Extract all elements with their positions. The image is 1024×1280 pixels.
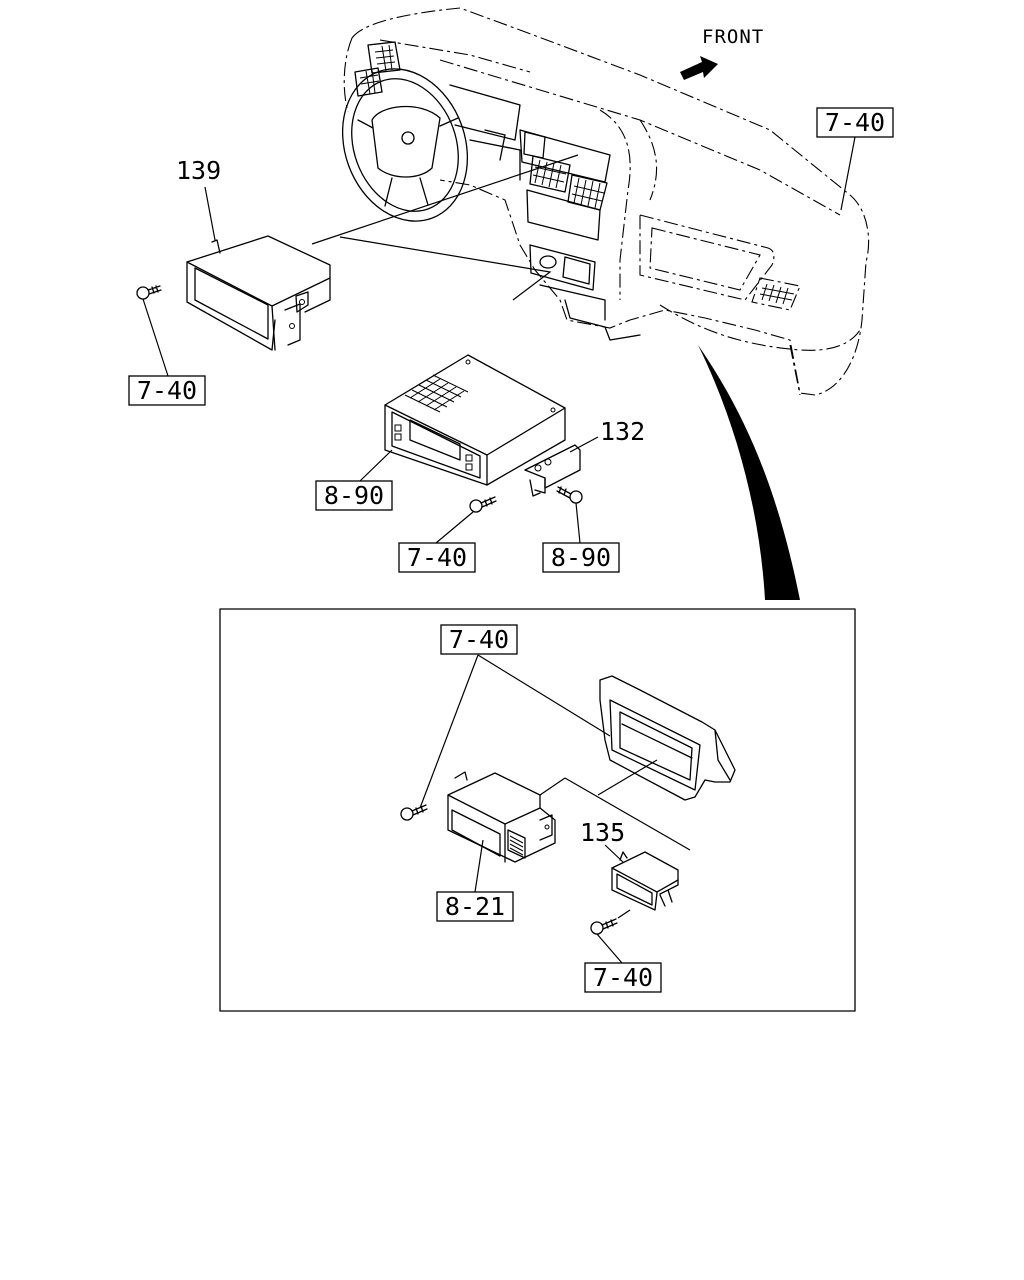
screw-left-ref-label: 7-40 xyxy=(407,543,467,572)
dash-ref-label: 7-40 xyxy=(825,108,885,137)
part-139-pocket: 139 xyxy=(136,156,552,351)
pocket-screw-ref-label: 7-40 xyxy=(137,376,197,405)
radio-ref-callout: 8-90 xyxy=(315,480,393,511)
radio-unit xyxy=(359,354,566,486)
detail-screw-ref-callout: 7-40 xyxy=(584,962,662,993)
pocket-screw-ref-callout: 7-40 xyxy=(128,298,206,406)
part-135-label: 135 xyxy=(580,818,625,847)
part-135-screw-icon xyxy=(590,918,618,935)
front-label: FRONT xyxy=(702,26,764,48)
part-135-pocket: 135 xyxy=(580,818,679,911)
screw-right-ref-label: 8-90 xyxy=(551,543,611,572)
part-132-label: 132 xyxy=(600,417,645,446)
radio-ref-label: 8-90 xyxy=(324,481,384,510)
detail-unit-ref-label: 8-21 xyxy=(445,892,505,921)
detail-screw-ref-label: 7-40 xyxy=(593,963,653,992)
detail-panel-ref-callout: 7-40 xyxy=(419,624,611,809)
dash-ref-callout: 7-40 xyxy=(816,107,894,211)
front-direction-indicator: FRONT xyxy=(680,26,764,80)
screw-icon xyxy=(136,285,162,300)
detail-panel-ref-label: 7-40 xyxy=(449,625,509,654)
dashboard-illustration xyxy=(311,7,870,396)
detail-unit-ref-callout: 8-21 xyxy=(436,891,514,922)
detail-screw-icon xyxy=(400,804,428,821)
part-132-bracket: 132 xyxy=(469,417,645,513)
screw-right-ref-callout: 8-90 xyxy=(542,502,620,573)
screw-left-icon xyxy=(469,496,497,513)
part-139-label: 139 xyxy=(176,156,221,185)
detail-control-unit xyxy=(447,771,556,863)
detail-inset: 7-40 xyxy=(219,608,856,1012)
detail-pointer xyxy=(698,345,800,600)
screw-right-icon xyxy=(556,486,583,504)
front-arrow-icon xyxy=(680,56,718,80)
screw-left-ref-callout: 7-40 xyxy=(398,511,476,573)
